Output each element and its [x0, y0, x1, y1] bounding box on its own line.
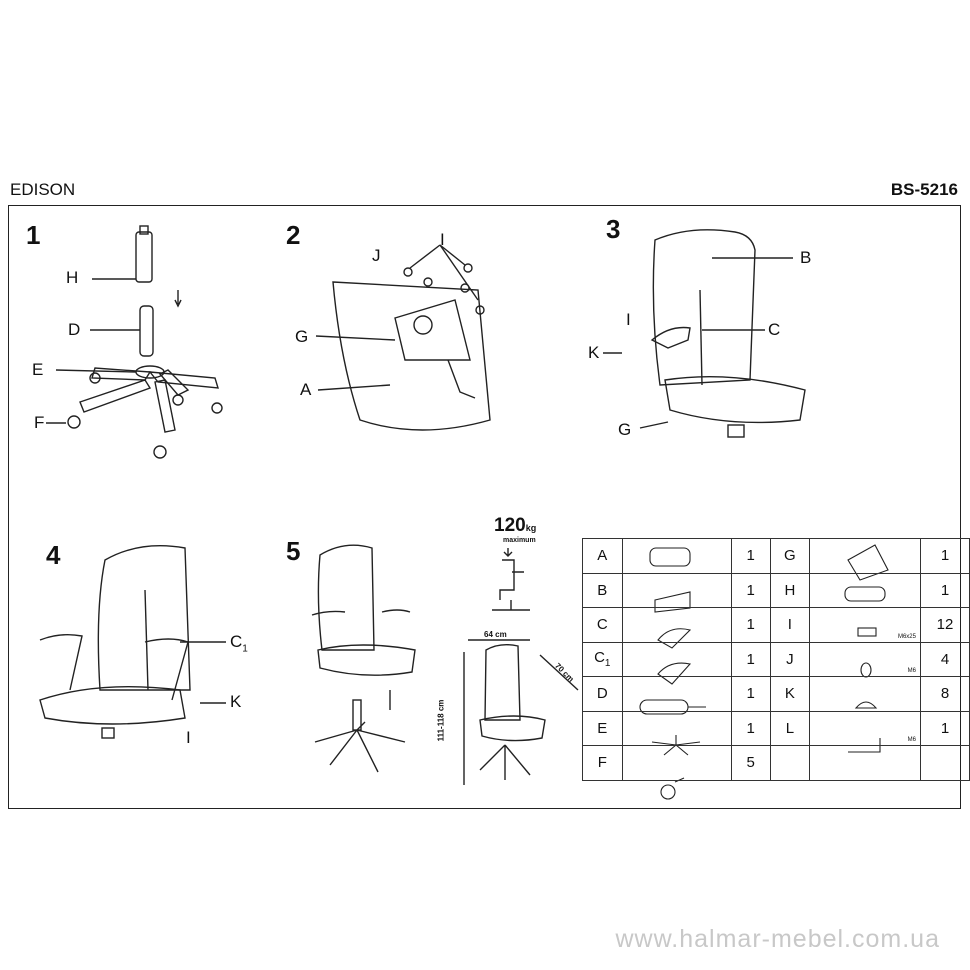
part-image [809, 538, 921, 574]
part-image: M6x25 [809, 607, 921, 643]
part-letter: H [769, 572, 811, 608]
document-title: EDISON [10, 180, 76, 199]
part-image [621, 676, 732, 712]
part-image [621, 710, 732, 746]
part-image: M6 [809, 641, 921, 677]
load-icon [492, 548, 530, 611]
instruction-frame [8, 205, 961, 809]
label-e: E [32, 360, 44, 379]
label-j: J [372, 246, 381, 265]
part-note: M6 [907, 737, 916, 743]
step-number-1: 1 [26, 220, 41, 250]
dimension-drawing [463, 639, 579, 785]
part-qty: 1 [730, 572, 771, 608]
part-image [621, 607, 732, 643]
part-qty: 1 [730, 607, 771, 643]
label-g: G [295, 327, 309, 346]
part-letter [769, 745, 811, 781]
part-qty: 1 [730, 538, 771, 574]
part-image [621, 572, 732, 608]
part-qty: 4 [919, 641, 970, 677]
label-i-3: I [626, 310, 631, 329]
part-letter: C [582, 607, 623, 643]
label-a: A [300, 380, 312, 399]
label-k-4: K [230, 692, 242, 711]
label-i: I [440, 230, 445, 249]
part-image [621, 641, 732, 677]
part-image [621, 538, 732, 574]
part-qty: 12 [919, 607, 970, 643]
part-letter: B [582, 572, 623, 608]
part-letter: D [582, 676, 623, 712]
part-letter: I [769, 607, 811, 643]
part-image [809, 676, 921, 712]
step-number-4: 4 [46, 540, 61, 570]
label-f: F [34, 413, 45, 432]
part-image [809, 572, 921, 608]
part-letter: L [769, 710, 811, 746]
part-letter: G [769, 538, 811, 574]
label-g-3: G [618, 420, 632, 439]
product-code: BS-5216 [890, 180, 958, 199]
label-c1: C1 [230, 632, 248, 655]
part-letter: J [769, 641, 811, 677]
label-i-4: I [186, 728, 191, 747]
step4-drawing [39, 545, 226, 739]
label-b: B [800, 248, 812, 267]
part-qty: 8 [919, 676, 970, 712]
part-qty: 1 [730, 710, 771, 746]
max-load-caption: maximum [503, 537, 536, 544]
dimension-width: 64 cm [484, 630, 507, 639]
part-image [621, 745, 732, 781]
label-k: K [588, 343, 600, 362]
dimension-height: 111-118 cm [436, 699, 446, 742]
part-letter: K [769, 676, 811, 712]
part-note: M6 [907, 668, 916, 674]
part-qty: 1 [730, 676, 771, 712]
step5-drawing [311, 544, 416, 773]
part-image [809, 745, 921, 781]
part-qty [919, 745, 970, 781]
step-number-2: 2 [286, 220, 301, 250]
part-qty: 1 [919, 710, 970, 746]
part-letter: F [582, 745, 623, 781]
step1-drawing [46, 225, 223, 459]
part-note: M6x25 [897, 633, 916, 640]
part-letter: C1 [582, 641, 623, 677]
label-c: C [768, 320, 781, 339]
part-qty: 1 [919, 572, 970, 608]
part-qty: 1 [919, 538, 970, 574]
watermark: www.halmar-mebel.com.ua [615, 925, 940, 953]
label-h: H [66, 268, 79, 287]
step-number-3: 3 [606, 214, 621, 244]
step-number-5: 5 [286, 536, 301, 566]
part-qty: 5 [730, 745, 771, 781]
step2-drawing [315, 244, 491, 431]
part-letter: E [582, 710, 623, 746]
part-qty: 1 [730, 641, 771, 677]
label-d: D [68, 320, 81, 339]
part-image: M6 [809, 710, 921, 746]
step3-drawing [603, 229, 806, 438]
max-load: 120kg [494, 515, 537, 536]
part-letter: A [582, 538, 623, 574]
